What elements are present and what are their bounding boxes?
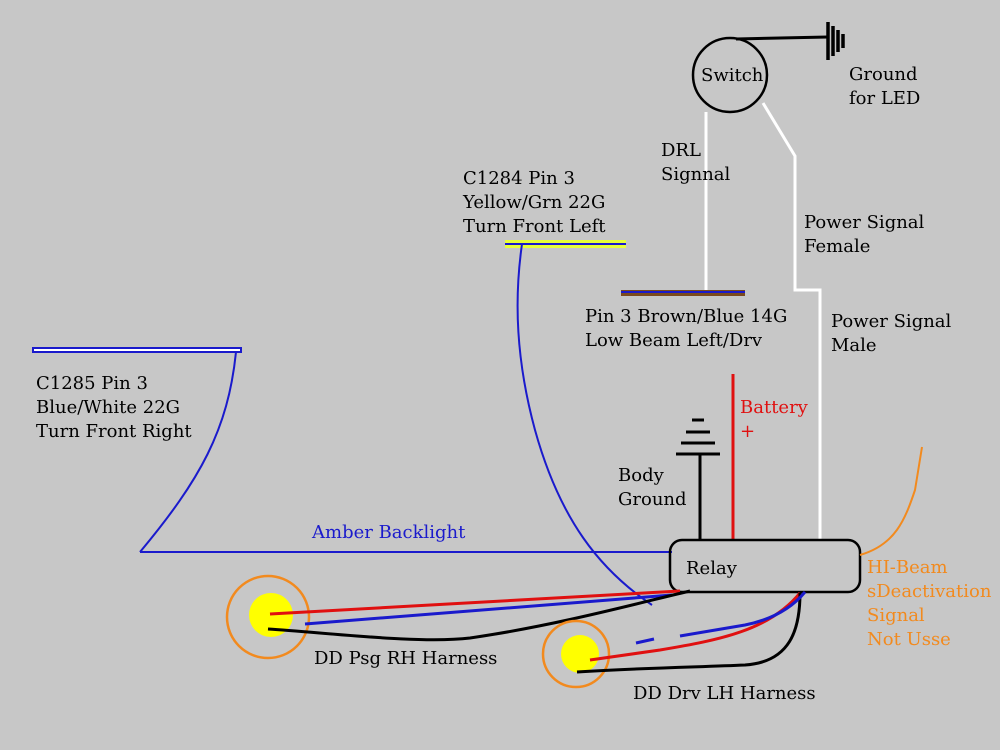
drl-signal-label-1: DRL xyxy=(661,140,701,161)
psg-harness-label: DD Psg RH Harness xyxy=(314,648,497,669)
hibeam-label-2: sDeactivation xyxy=(867,581,992,602)
psg-black-wire xyxy=(267,589,691,642)
power-signal-male-label-1: Power Signal xyxy=(831,311,952,332)
c1285-label-3: Turn Front Right xyxy=(36,421,192,442)
battery-label-2: + xyxy=(740,421,755,442)
c1285-label-2: Blue/White 22G xyxy=(36,397,180,418)
amber-backlight-label: Amber Backlight xyxy=(311,522,466,543)
battery-label-1: Battery xyxy=(740,397,809,418)
c1285-blue-wire xyxy=(139,351,237,553)
relay-box xyxy=(668,538,862,594)
relay-label: Relay xyxy=(686,558,738,579)
c1285-label-1: C1285 Pin 3 xyxy=(36,373,148,394)
switch-circle xyxy=(691,36,769,114)
pin3-label-2: Low Beam Left/Drv xyxy=(585,330,763,351)
psg-blue-wire xyxy=(304,593,673,626)
c1284-blue-wire xyxy=(516,243,653,606)
led-ground-symbol xyxy=(826,22,845,60)
drv-harness-label: DD Drv LH Harness xyxy=(633,683,816,704)
ground-for-led-label-1: Ground xyxy=(849,64,918,85)
power-signal-wire xyxy=(761,102,822,540)
body-ground-label-2: Ground xyxy=(618,489,687,510)
hibeam-label-4: Not Usse xyxy=(867,629,951,650)
ground-wire xyxy=(735,35,829,41)
power-signal-male-label-2: Male xyxy=(831,335,877,356)
ground-for-led-label-2: for LED xyxy=(849,88,920,109)
drl-signal-label-2: Signnal xyxy=(661,164,731,185)
psg-harness-ring xyxy=(225,574,311,660)
drv-blue-wire-a xyxy=(635,637,655,645)
power-signal-female-label-1: Power Signal xyxy=(804,212,925,233)
c1284-label-2: Yellow/Grn 22G xyxy=(462,192,605,213)
hibeam-label-1: HI-Beam xyxy=(867,557,948,578)
drv-harness-bulb xyxy=(561,635,599,673)
switch-label: Switch xyxy=(701,65,764,86)
psg-red-wire xyxy=(269,589,681,616)
drv-blue-wire-b xyxy=(679,591,807,638)
c1284-label-1: C1284 Pin 3 xyxy=(463,168,575,189)
hibeam-wire xyxy=(859,446,923,556)
drv-harness-ring xyxy=(541,619,611,689)
body-ground-label-1: Body xyxy=(618,465,665,486)
drv-black-wire xyxy=(576,592,802,674)
power-signal-female-label-2: Female xyxy=(804,236,870,257)
drv-red-wire xyxy=(589,592,802,662)
pin3-label-1: Pin 3 Brown/Blue 14G xyxy=(585,306,787,327)
c1284-label-3: Turn Front Left xyxy=(463,216,606,237)
body-ground-symbol xyxy=(676,418,720,540)
hibeam-label-3: Signal xyxy=(867,605,925,626)
